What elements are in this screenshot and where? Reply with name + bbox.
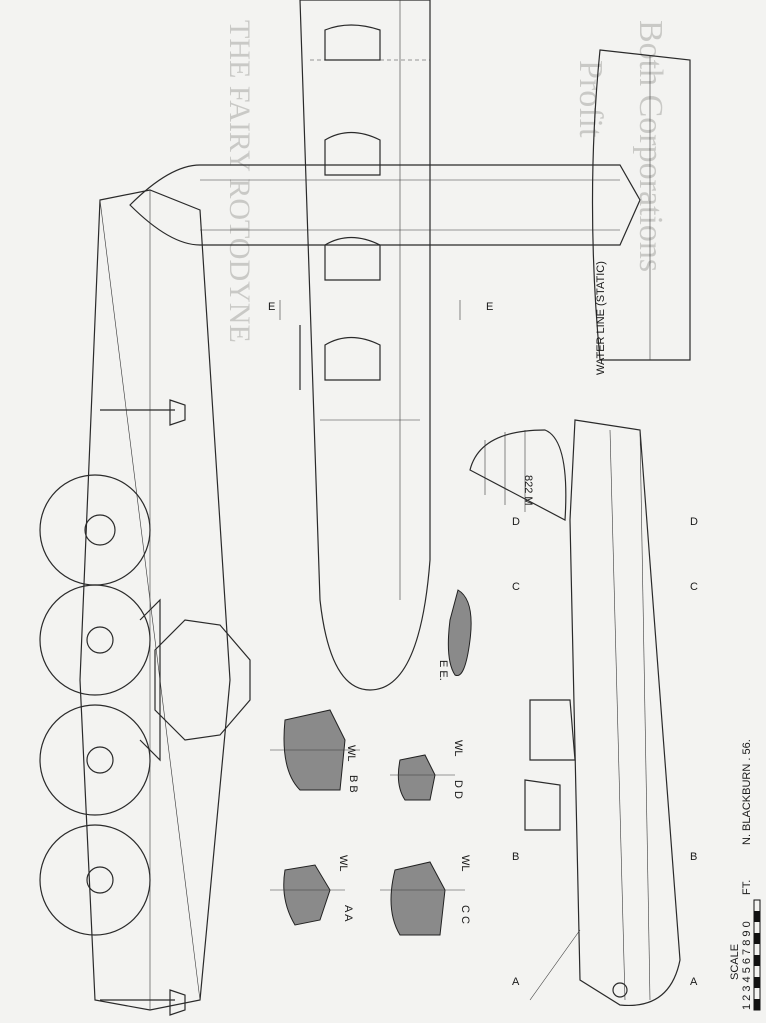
section-label-bb: B B <box>347 775 359 793</box>
side-view <box>469 419 681 1007</box>
registration-label: 822 M <box>522 475 534 506</box>
section-label-aa: A A <box>342 905 354 922</box>
ghost-heading-left: THE FAIRY ROTODYNE <box>223 20 256 343</box>
marker-c-top: C <box>512 581 520 593</box>
wl-cc: WL <box>459 855 471 872</box>
airfoil-section-ee <box>447 589 472 677</box>
plan-view <box>129 0 691 691</box>
marker-e-left: E <box>268 301 275 313</box>
wl-dd: WL <box>452 740 464 757</box>
ghost-heading-right-2: Profit <box>572 60 609 138</box>
marker-b-bottom: B <box>690 851 697 863</box>
ghost-heading-right: Both Corporations <box>632 20 669 272</box>
wl-bb: WL <box>345 745 357 762</box>
marker-d-top: D <box>512 516 520 528</box>
artist-credit: N. BLACKBURN . 56. <box>741 739 753 845</box>
section-label-ee: E E. <box>437 660 449 681</box>
section-bb <box>270 709 360 791</box>
scale-unit: FT. <box>741 880 753 895</box>
scale-title: SCALE <box>729 944 741 980</box>
marker-a-top: A <box>512 976 520 988</box>
section-label-dd: D D <box>452 780 464 799</box>
marker-d-bottom: D <box>690 516 698 528</box>
marker-c-bottom: C <box>690 581 698 593</box>
water-line-label: WATER LINE (STATIC) <box>595 261 607 375</box>
section-dd <box>390 754 455 801</box>
marker-e-right: E <box>486 301 493 313</box>
scale-digits: 1 2 3 4 5 6 7 8 9 0 <box>741 921 753 1010</box>
wl-aa: WL <box>337 855 349 872</box>
marker-b-top: B <box>512 851 519 863</box>
scale-bar: SCALE 1 2 3 4 5 6 7 8 9 0 FT. N. BLACKBU… <box>729 739 761 1011</box>
section-label-cc: C C <box>459 905 471 924</box>
section-aa <box>270 864 345 926</box>
section-cc <box>380 861 465 936</box>
front-view <box>39 189 251 1016</box>
marker-a-bottom: A <box>690 976 698 988</box>
